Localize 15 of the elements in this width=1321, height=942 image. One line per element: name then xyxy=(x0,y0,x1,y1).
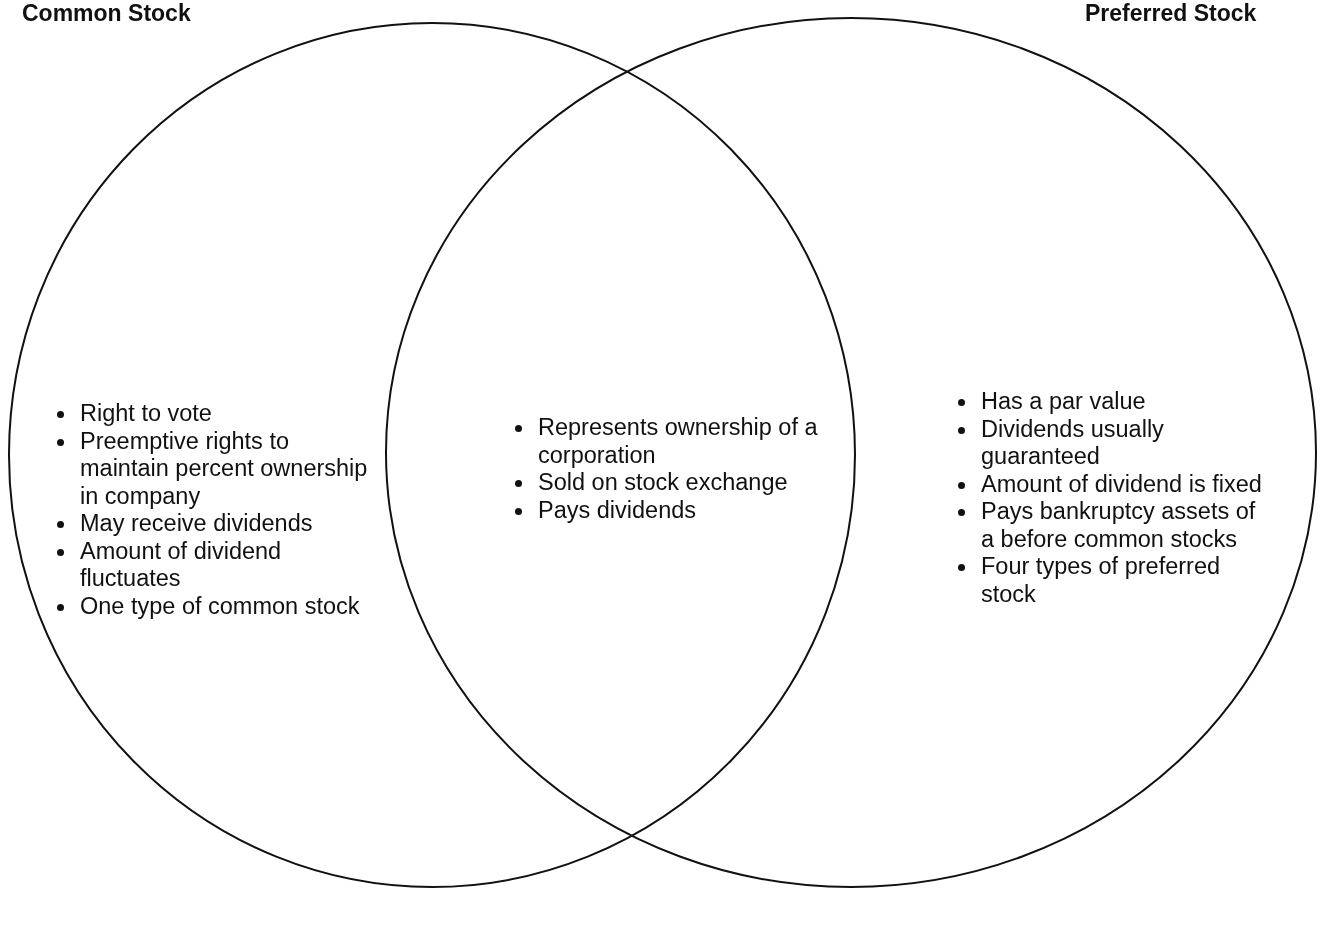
bullet-text: Four types of preferred stock xyxy=(981,553,1221,607)
bullet-text: Has a par value xyxy=(981,388,1146,414)
bullet-text: One type of common stock xyxy=(80,592,360,619)
circle-heading: Common Stock xyxy=(22,0,191,27)
bullet-text: May receive dividends xyxy=(80,510,313,536)
bullet-text: Amount of dividend fluctuates xyxy=(80,537,282,591)
bullet-text: Pays dividends xyxy=(538,496,697,523)
bullet-text: Pays bankruptcy assets of a before common stocks xyxy=(981,498,1256,552)
bullet-text: Dividends usually guaranteed xyxy=(981,415,1164,469)
bullet-text: Represents ownership of a corporation xyxy=(538,414,818,468)
bullet-text: Right to vote xyxy=(80,400,212,426)
circle-heading: Preferred Stock xyxy=(1085,0,1257,27)
bullet-text: Preemptive rights to maintain percent ownership in company xyxy=(80,427,368,509)
bullet-text: Amount of dividend is fixed xyxy=(981,470,1262,497)
bullet-text: Sold on stock exchange xyxy=(538,469,788,495)
